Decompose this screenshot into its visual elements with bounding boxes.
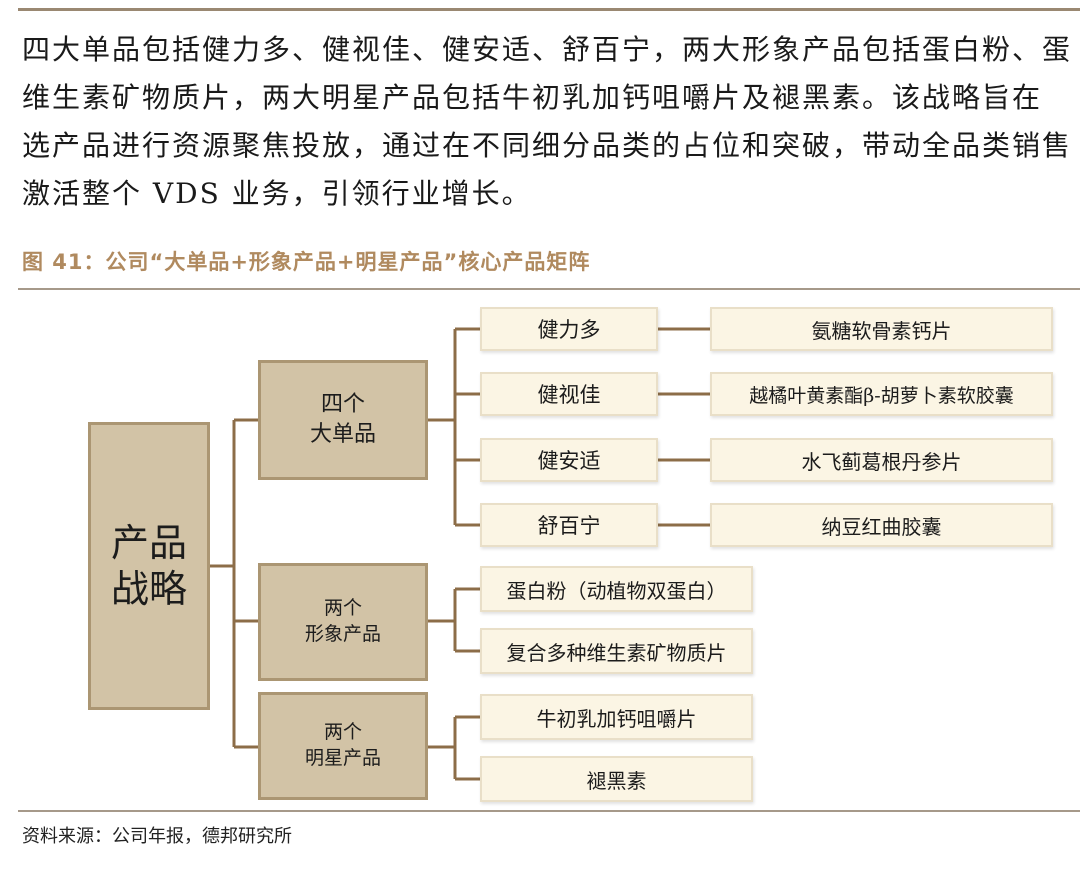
item-box-protein-powder: 蛋白粉（动植物双蛋白）	[480, 566, 753, 612]
group-2-label-line-1: 两个	[323, 597, 362, 620]
product-box-4: 纳豆红曲胶囊	[710, 503, 1053, 547]
intro-line-1: 四大单品包括健力多、健视佳、健安适、舒百宁，两大形象产品包括蛋白粉、蛋	[22, 33, 1073, 66]
root-box-product-strategy: 产品 战略	[88, 422, 210, 710]
item-label: 舒百宁	[537, 514, 601, 538]
figure-title: 图 41：公司“大单品+形象产品+明星产品”核心产品矩阵	[22, 250, 591, 274]
source-note: 资料来源：公司年报，德邦研究所	[22, 826, 292, 847]
product-box-1: 氨糖软骨素钙片	[710, 307, 1053, 351]
root-label-line-2: 战略	[110, 567, 187, 611]
group-box-two-star-products: 两个 明星产品	[258, 692, 428, 800]
item-box-jiananshi: 健安适	[480, 438, 658, 482]
group-2-label-line-2: 形象产品	[304, 623, 381, 645]
group-1-label-line-2: 大单品	[309, 422, 376, 447]
intro-line-4: 激活整个 VDS 业务，引领行业增长。	[22, 177, 532, 210]
group-box-two-image-products: 两个 形象产品	[258, 563, 428, 681]
product-label: 水飞蓟葛根丹参片	[801, 449, 962, 474]
item-box-shubaining: 舒百宁	[480, 503, 658, 547]
group-3-label-line-1: 两个	[323, 721, 362, 744]
product-box-2: 越橘叶黄素酯β-胡萝卜素软胶囊	[710, 372, 1053, 416]
root-label-line-1: 产品	[110, 521, 187, 565]
item-label: 健视佳	[537, 383, 601, 407]
item-label: 健安适	[537, 449, 601, 473]
intro-line-2: 维生素矿物质片，两大明星产品包括牛初乳加钙咀嚼片及褪黑素。该战略旨在	[22, 81, 1043, 114]
product-label: 氨糖软骨素钙片	[811, 318, 952, 343]
item-box-colostrum-calcium: 牛初乳加钙咀嚼片	[480, 694, 753, 740]
item-box-jianliduo: 健力多	[480, 307, 658, 351]
product-label: 纳豆红曲胶囊	[821, 514, 942, 539]
top-rule	[18, 8, 1080, 11]
group-box-four-big-products: 四个 大单品	[258, 360, 428, 480]
item-label: 健力多	[537, 318, 601, 342]
item-box-multivitamin: 复合多种维生素矿物质片	[480, 628, 753, 674]
product-box-3: 水飞蓟葛根丹参片	[710, 438, 1053, 482]
group-3-label-line-2: 明星产品	[304, 747, 381, 769]
item-label: 复合多种维生素矿物质片	[506, 640, 727, 665]
bottom-rule	[18, 810, 1080, 812]
item-label: 蛋白粉（动植物双蛋白）	[506, 578, 727, 603]
intro-paragraph: 四大单品包括健力多、健视佳、健安适、舒百宁，两大形象产品包括蛋白粉、蛋 维生素矿…	[22, 26, 1080, 218]
item-label: 牛初乳加钙咀嚼片	[536, 706, 697, 731]
item-box-melatonin: 褪黑素	[480, 756, 753, 802]
item-box-jianshijia: 健视佳	[480, 372, 658, 416]
product-label: 越橘叶黄素酯β-胡萝卜素软胶囊	[749, 384, 1014, 407]
item-label: 褪黑素	[586, 768, 647, 793]
intro-line-3: 选产品进行资源聚焦投放，通过在不同细分品类的占位和突破，带动全品类销售	[22, 129, 1073, 162]
title-rule	[18, 288, 1080, 290]
group-1-label-line-1: 四个	[320, 392, 365, 418]
